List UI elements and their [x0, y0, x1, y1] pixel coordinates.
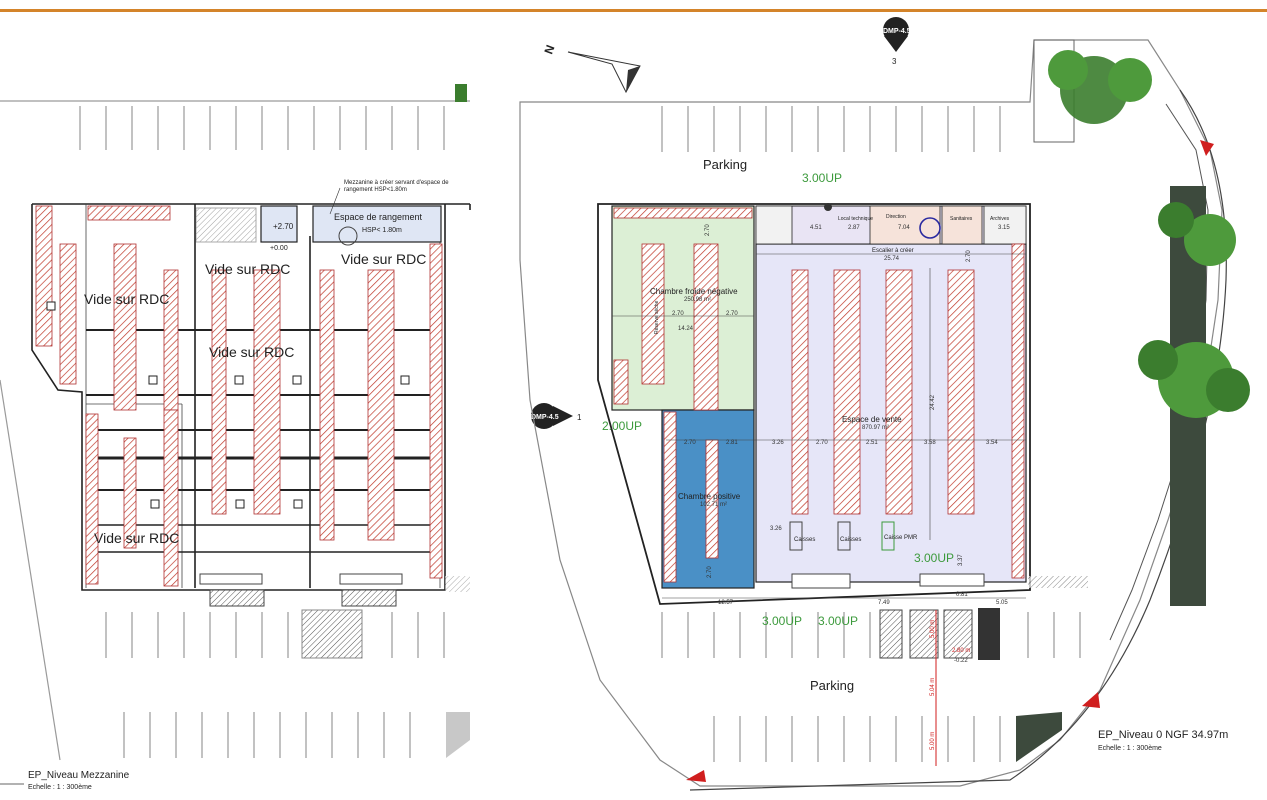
dim-text: 2.87: [848, 225, 860, 231]
mezzanine-parking-top: [0, 84, 470, 150]
dim-text: 2.70: [966, 250, 972, 262]
svg-text:DMP-4.5: DMP-4.5: [883, 28, 911, 35]
section-marker-left: DMP-4.5 1: [531, 403, 582, 429]
dim-text: 7.49: [878, 600, 890, 606]
site-boundary: [519, 39, 1223, 787]
dim-text: 2.80 m: [952, 648, 970, 654]
dim-text: 5.04 m: [930, 678, 936, 696]
sales-area-value: 870.97 m²: [862, 425, 889, 431]
dim-text: 3.26: [770, 526, 782, 532]
cold-positive-label: Chambre positive: [678, 492, 741, 501]
dim-text: 3.58: [924, 440, 936, 446]
cold-negative-label: Chambre froide négative: [650, 287, 738, 296]
dim-text: 3.26: [772, 440, 784, 446]
mezzanine-plan: Vide sur RDC Vide sur RDC Vide sur RDC V…: [0, 84, 471, 791]
traffic-arrow-icon-2: [1082, 692, 1100, 708]
caisse-pmr-label: Caisse PMR: [884, 535, 918, 541]
up-left-label: 2.00UP: [602, 419, 642, 433]
ground-scale: Echelle : 1 : 300ème: [1098, 745, 1162, 752]
top-rule: [0, 9, 1267, 12]
up-bottom-label-1: 3.00UP: [762, 614, 802, 628]
dim-text: 3.15: [998, 225, 1010, 231]
caisses-label-1: Caisses: [794, 537, 815, 543]
dim-text: 0.81: [956, 592, 968, 598]
north-arrow-icon: N: [541, 43, 641, 94]
reserve-label: Réserve sèche: [654, 300, 660, 334]
dim-text: 5.05: [996, 600, 1008, 606]
up-bottom-label-2: 3.00UP: [818, 614, 858, 628]
dim-text: 2.70: [684, 440, 696, 446]
tree-icons: [1048, 50, 1250, 606]
dim-text: 5.00 m: [930, 732, 936, 750]
mezzanine-view-name: EP_Niveau Mezzanine: [28, 770, 130, 781]
storage-note-line2: rangement HSP<1.80m: [344, 187, 407, 193]
svg-text:DMP-4.5: DMP-4.5: [531, 414, 559, 421]
sanitaires-label: Sanitaires: [950, 216, 973, 222]
dim-text: -0.22: [954, 658, 968, 664]
dimension-lines: [612, 253, 1026, 766]
svg-text:1: 1: [577, 413, 582, 422]
ground-plan: N DMP-4.5 3 DMP-4.5 1: [519, 17, 1250, 791]
sales-label: Espace de vente: [842, 415, 902, 424]
mezzanine-scale: Echelle : 1 : 300ème: [28, 784, 92, 791]
storage-title: Espace de rangement: [334, 212, 423, 222]
cold-negative-room: [611, 205, 755, 411]
dim-text: 3.37: [958, 554, 964, 566]
dim-text: 2.70: [672, 311, 684, 317]
dim-text: 7.04: [898, 225, 910, 231]
mezzanine-building-outline: [31, 203, 471, 591]
vide-rdc-label-4: Vide sur RDC: [209, 344, 294, 360]
dim-text: 2.70: [705, 224, 711, 236]
dim-text: 24.42: [930, 394, 936, 410]
archives-label: Archives: [990, 216, 1010, 222]
vide-rdc-label-5: Vide sur RDC: [94, 530, 179, 546]
traffic-arrow-icon: [1200, 140, 1214, 156]
cold-negative-area: 250.98 m²: [684, 297, 711, 303]
mezzanine-parking-bottom: [0, 379, 470, 761]
level-plus: +2.70: [273, 222, 294, 231]
local-tech-label: Local technique: [838, 216, 873, 222]
dim-text: 14.24: [678, 326, 694, 332]
up-right-label: 3.00UP: [914, 551, 954, 565]
dim-text: 5.00 m: [930, 620, 936, 638]
vide-rdc-label-3: Vide sur RDC: [341, 251, 426, 267]
parking-bottom-label: Parking: [810, 678, 854, 693]
vide-rdc-label-1: Vide sur RDC: [84, 291, 169, 307]
dim-text: 25.74: [884, 256, 900, 262]
level-zero: +0.00: [270, 245, 288, 252]
dim-text: 2.51: [866, 440, 878, 446]
vide-rdc-label-2: Vide sur RDC: [205, 261, 290, 277]
level-box: [260, 205, 298, 243]
dim-text: 2.70: [726, 311, 738, 317]
traffic-arrow-icon-3: [686, 770, 706, 782]
cold-positive-area: 102.71 m²: [700, 502, 727, 508]
storage-hsp: HSP< 1.80m: [362, 227, 402, 234]
storage-note-line1: Mezzanine à créer servant d'espace de: [344, 180, 449, 186]
ground-view-name: EP_Niveau 0 NGF 34.97m: [1098, 729, 1228, 741]
dim-text: 12.57: [718, 600, 734, 606]
svg-text:N: N: [541, 43, 557, 56]
section-marker-top: DMP-4.5 3: [883, 17, 911, 66]
stair-label: Escalier à créer: [872, 248, 914, 254]
dim-text: 2.70: [816, 440, 828, 446]
ground-parking-top: [661, 106, 1001, 152]
svg-text:3: 3: [892, 57, 897, 66]
ground-parking-bottom: [661, 608, 1081, 762]
storage-room: [312, 205, 442, 243]
parking-top-label: Parking: [703, 157, 747, 172]
up-top-label: 3.00UP: [802, 171, 842, 185]
direction-label: Direction: [886, 214, 906, 220]
dim-text: 3.54: [986, 440, 998, 446]
dim-text: 2.81: [726, 440, 738, 446]
dim-text: 4.51: [810, 225, 822, 231]
dim-text: 2.70: [707, 566, 713, 578]
caisses-label-2: Caisses: [840, 537, 861, 543]
